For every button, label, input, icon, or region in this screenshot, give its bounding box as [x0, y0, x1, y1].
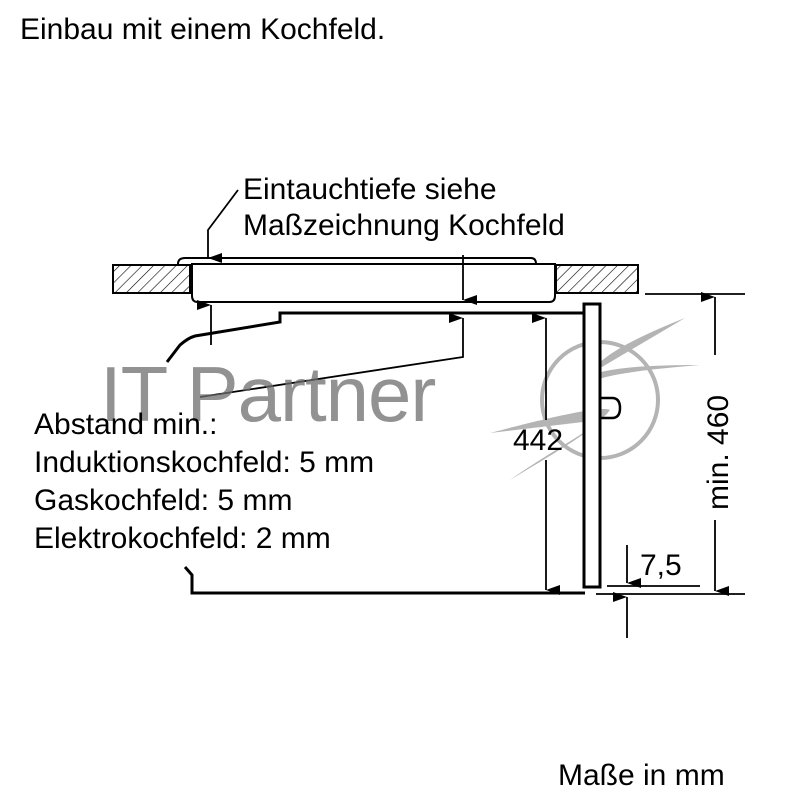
clearance-item: Elektrokochfeld: 2 mm [34, 522, 331, 555]
note-line-2: Maßzeichnung Kochfeld [243, 209, 565, 242]
units-note: Maße in mm [558, 759, 725, 792]
watermark-text: IT Partner [100, 350, 436, 438]
clearance-heading: Abstand min.: [34, 408, 218, 441]
note-line-1: Eintauchtiefe siehe [243, 173, 497, 206]
leader-lines [197, 189, 477, 398]
immersion-depth-note: Eintauchtiefe siehe Maßzeichnung Kochfel… [243, 172, 565, 244]
clearance-item: Induktionskochfeld: 5 mm [34, 446, 375, 479]
oven-body [165, 302, 622, 595]
clearance-list: Abstand min.: Induktionskochfeld: 5 mm G… [34, 406, 374, 558]
dimension-7-5 [607, 545, 700, 638]
dimension-442-label: 442 [513, 424, 563, 457]
clearance-item: Gaskochfeld: 5 mm [34, 484, 293, 517]
cooktop [177, 257, 556, 303]
dimension-460-label: min. 460 [702, 395, 735, 510]
dimension-7-5-label: 7,5 [640, 549, 682, 582]
page-title: Einbau mit einem Kochfeld. [20, 13, 386, 46]
